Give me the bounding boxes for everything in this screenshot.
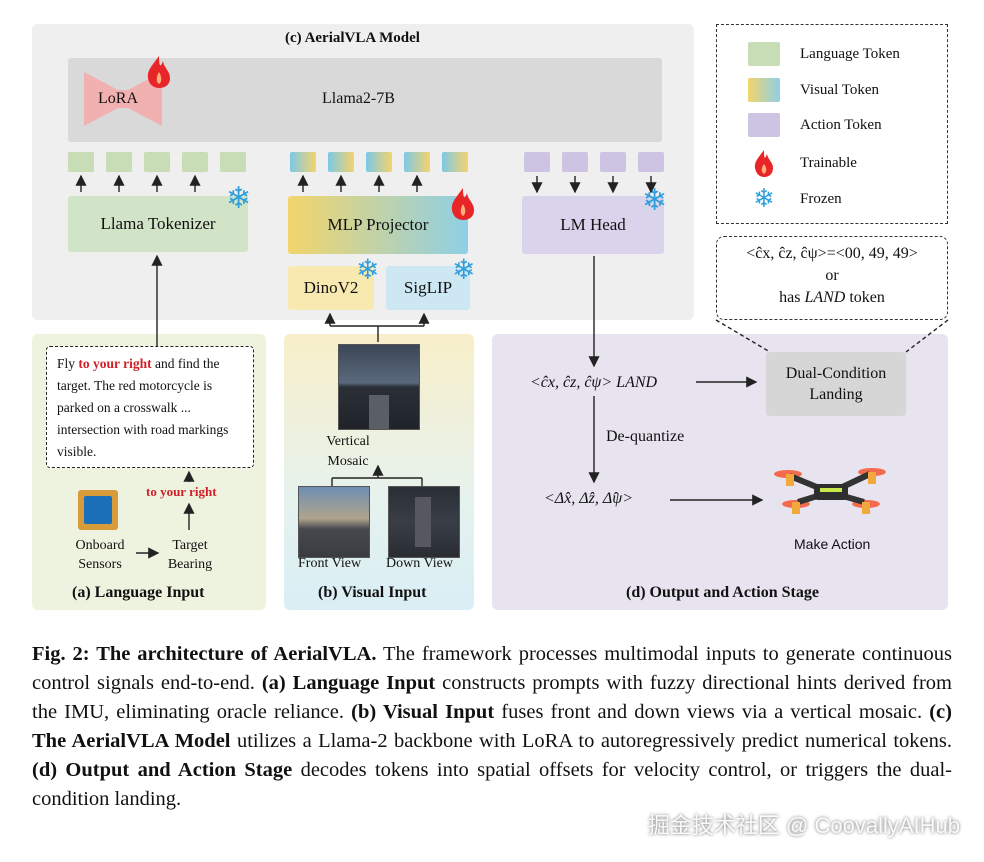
mosaic-image xyxy=(338,344,420,430)
down-view-image xyxy=(388,486,460,558)
legend-trainable: Trainable xyxy=(748,148,857,178)
language-token xyxy=(182,152,208,172)
lm-head: LM Head xyxy=(522,196,664,254)
lm-head-label: LM Head xyxy=(560,215,626,234)
front-view-image xyxy=(298,486,370,558)
dinov2-label: DinoV2 xyxy=(303,278,359,297)
language-token xyxy=(144,152,170,172)
landing-condition-box: <ĉx, ĉz, ĉψ>=<00, 49, 49> or has LAND to… xyxy=(716,236,948,320)
mosaic-label: Vertical Mosaic xyxy=(326,434,370,469)
drone-icon xyxy=(774,468,886,514)
sensors-label: Onboard Sensors xyxy=(75,538,125,572)
landing-label: Dual-Condition Landing xyxy=(785,365,887,403)
output-tokens: <ĉx, ĉz, ĉψ> LAND xyxy=(530,374,658,391)
dual-condition-landing: Dual-Condition Landing xyxy=(766,352,906,416)
bearing-label: Target Bearing xyxy=(167,538,213,572)
prompt-box: Fly to your right and find the target. T… xyxy=(46,346,254,468)
flame-icon xyxy=(147,56,170,88)
action-token xyxy=(600,152,626,172)
llama-tokenizer: Llama Tokenizer xyxy=(68,196,248,252)
dinov2-encoder: DinoV2 xyxy=(288,266,374,310)
visual-token xyxy=(366,152,392,172)
make-action-label: Make Action xyxy=(794,536,871,552)
flame-icon xyxy=(451,188,474,220)
down-view-label: Down View xyxy=(386,556,453,571)
action-token xyxy=(562,152,588,172)
language-token xyxy=(106,152,132,172)
language-input-title: (a) Language Input xyxy=(72,584,205,601)
siglip-encoder: SigLIP xyxy=(386,266,470,310)
condition-line-3: has LAND token xyxy=(779,289,885,306)
output-deltas: <Δ̂x, Δ̂z, Δ̂ψ> xyxy=(544,490,634,507)
legend-frozen: ❄Frozen xyxy=(748,186,842,212)
snowflake-icon: ❄ xyxy=(452,253,476,286)
tokenizer-label: Llama Tokenizer xyxy=(100,214,216,233)
flame-icon xyxy=(754,150,773,177)
visual-token xyxy=(442,152,468,172)
visual-token xyxy=(328,152,354,172)
chip-icon xyxy=(78,490,118,530)
action-token xyxy=(638,152,664,172)
front-view-label: Front View xyxy=(298,556,362,571)
projector-label: MLP Projector xyxy=(327,215,429,234)
legend-language: Language Token xyxy=(748,42,900,66)
output-title: (d) Output and Action Stage xyxy=(626,584,819,601)
action-token xyxy=(524,152,550,172)
lora-label: LoRA xyxy=(98,90,138,107)
watermark: 掘金技术社区 @ CoovallyAIHub xyxy=(647,813,960,838)
siglip-label: SigLIP xyxy=(403,278,453,297)
snowflake-icon: ❄ xyxy=(753,184,775,214)
snowflake-icon: ❄ xyxy=(356,253,380,286)
legend-box xyxy=(716,24,948,224)
visual-token xyxy=(290,152,316,172)
legend-visual: Visual Token xyxy=(748,78,879,102)
model-title: (c) AerialVLA Model xyxy=(285,30,420,46)
direction-hint: to your right xyxy=(146,484,217,499)
language-token xyxy=(220,152,246,172)
dequantize-label: De-quantize xyxy=(606,428,685,445)
visual-token xyxy=(404,152,430,172)
mlp-projector: MLP Projector xyxy=(288,196,468,254)
llama-label: Llama2-7B xyxy=(322,90,395,107)
figure-caption: Fig. 2: The architecture of AerialVLA. T… xyxy=(32,643,952,810)
condition-line-1: <ĉx, ĉz, ĉψ>=<00, 49, 49> xyxy=(746,245,918,262)
language-token xyxy=(68,152,94,172)
legend-action: Action Token xyxy=(748,113,882,137)
snowflake-icon: ❄ xyxy=(226,181,252,216)
condition-line-2: or xyxy=(825,267,839,284)
visual-input-title: (b) Visual Input xyxy=(318,584,427,601)
